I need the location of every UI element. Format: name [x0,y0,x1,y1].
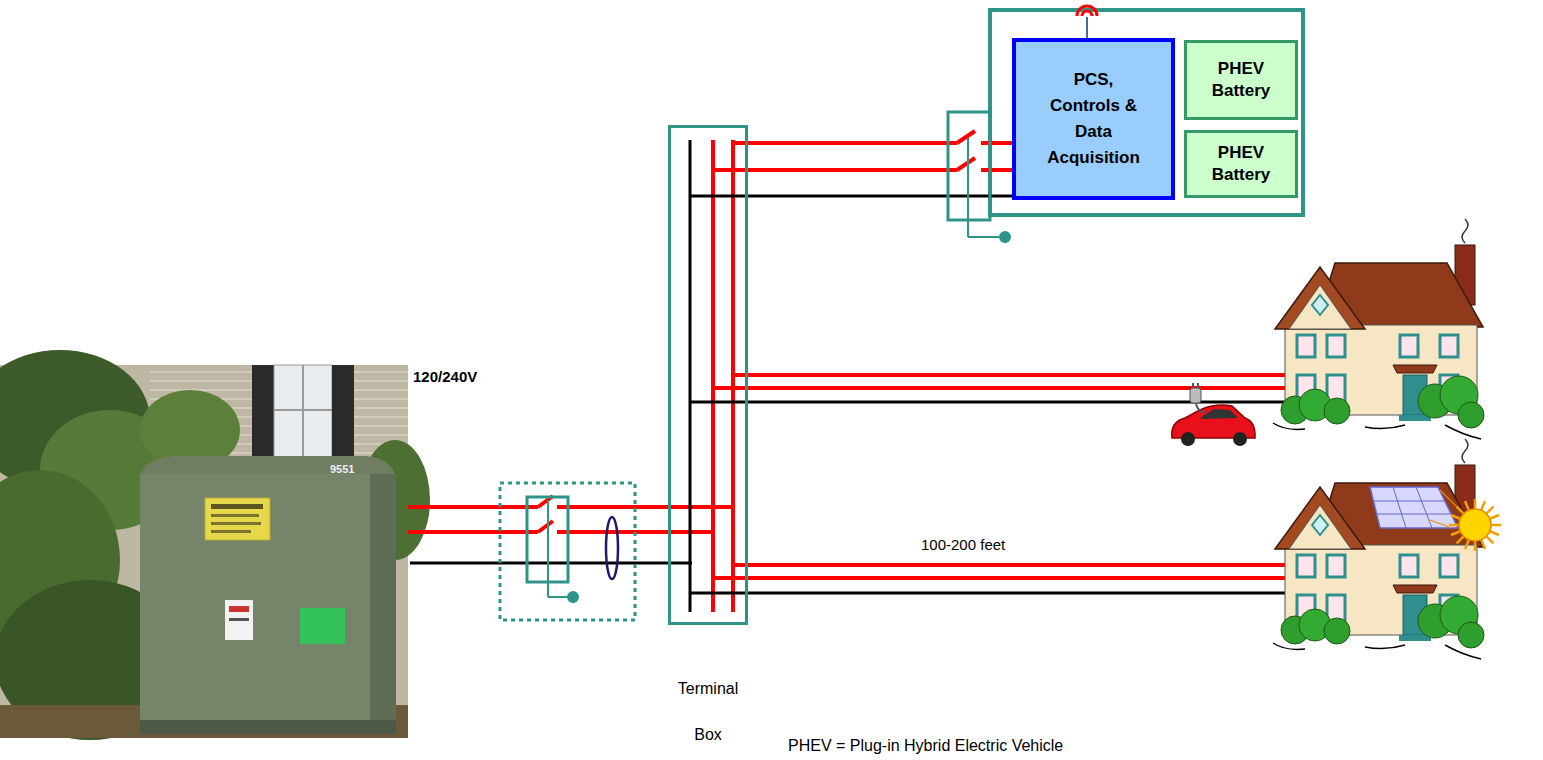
supply-wires [408,496,735,563]
house-wires [713,576,1285,580]
storage-enclosure [990,10,1303,215]
phev-car [1172,383,1255,446]
storage-breaker-symbol [968,236,999,238]
control-box: PCS, Controls & Data Acquisition [1012,38,1175,200]
transformer-photo [274,365,332,457]
main-breaker-symbol [500,483,635,620]
main-breaker-symbol [567,591,579,603]
transformer-photo [211,514,259,517]
solar-panel [1374,501,1445,502]
house-illustration [1273,439,1484,659]
house-wires [733,373,1285,377]
storage-breaker-symbol [948,112,1011,243]
battery-box: PHEV Battery [1184,40,1298,120]
phev-car [1190,388,1201,403]
phev-car [1192,383,1194,388]
node-text: PCS, Controls & Data Acquisition [1042,67,1146,171]
battery-box: PHEV Battery [1184,130,1298,198]
main-breaker-symbol [606,517,618,579]
wire [748,195,1012,198]
main-breaker-symbol [547,500,549,597]
transformer-photo [229,606,249,612]
transformer-photo [229,618,249,621]
solar-panel [1370,487,1458,528]
storage-breaker-symbol [957,158,975,170]
supply-wires [557,505,735,509]
house-wires [690,592,1285,595]
phev-car [1233,432,1247,446]
transformer-photo [274,409,332,411]
sun-symbol [1459,509,1491,541]
transformer-photo [205,498,270,540]
solar-panel [1377,514,1451,515]
storage-breaker-symbol [967,138,969,237]
supply-wires [410,562,692,565]
node-text: PHEV Battery [1205,142,1277,186]
transformer-photo [225,600,253,640]
storage-breaker-symbol [999,231,1011,243]
phev-car [1196,404,1205,412]
storage-enclosure [1086,17,1088,38]
node-text: PHEV Battery [1205,58,1277,102]
supply-wires [408,505,538,509]
transformer-photo [300,608,345,644]
bus-bars [690,195,748,198]
transformer-photo [332,365,354,457]
unit-number: 9551 [330,463,354,475]
storage-enclosure [990,6,1303,215]
voltage-label: 120/240V [413,368,477,385]
transformer-photo [370,474,396,730]
transformer-photo [0,350,430,740]
sun-symbol [1457,507,1494,544]
transformer-photo [211,522,261,525]
sun-symbol [1430,490,1501,551]
supply-wires [538,521,553,532]
sun-symbol [1449,499,1501,551]
house-wires [733,563,1285,567]
solar-panel [1370,487,1458,528]
bus-bars [713,168,748,172]
phev-car [1200,409,1238,419]
phev-car [1181,432,1195,446]
house-wires [690,375,1285,593]
supply-wires [408,530,538,534]
storage-enclosure [1082,11,1092,16]
terminal-box: Terminal Box [668,125,748,625]
abbreviation-note: PHEV = Plug-in Hybrid Electric Vehicle [788,737,1063,755]
solar-panel [1416,487,1432,528]
main-breaker-symbol [548,596,568,598]
transformer-photo [211,530,251,533]
node-text: Terminal Box [666,666,750,758]
house-illustration [1273,219,1484,439]
storage-breaker-symbol [948,112,990,220]
transformer-photo [140,720,396,734]
sun-symbol [1430,520,1452,528]
solar-panel [1393,487,1406,528]
transformer-photo [211,504,263,509]
storage-enclosure [1077,6,1097,16]
sun-symbol [1457,507,1494,544]
bus-bars [689,140,692,612]
transformer-photo [140,474,396,730]
main-breaker-symbol [500,483,635,620]
storage-breaker-symbol [957,131,975,143]
distance-label: 100-200 feet [921,536,1005,553]
bus-bars [711,140,715,612]
transformer-photo [252,365,274,457]
phev-car [1197,383,1199,388]
